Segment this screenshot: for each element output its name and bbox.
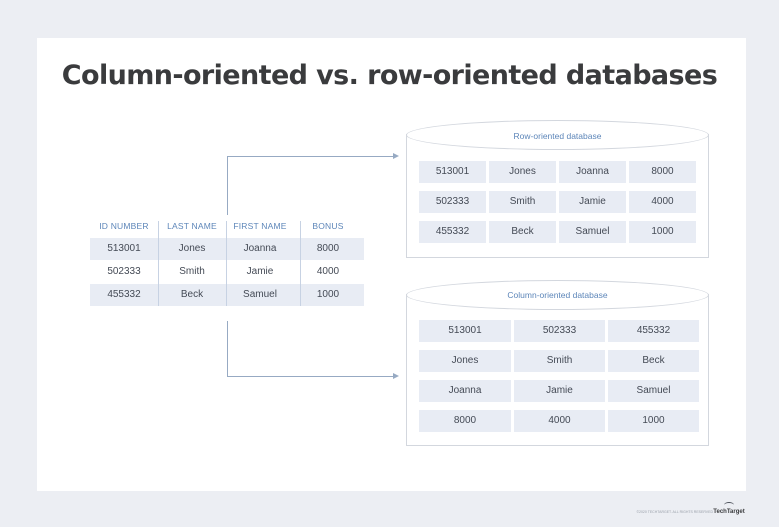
column-oriented-database: Column-oriented database 513001 502333 4… [406, 280, 709, 446]
db-cell: Joanna [559, 161, 626, 183]
page-title: Column-oriented vs. row-oriented databas… [61, 60, 718, 91]
table-cell: Beck [180, 289, 204, 300]
table-cell: 8000 [316, 243, 340, 254]
db-cell: 513001 [419, 320, 511, 342]
db-cell: Jamie [559, 191, 626, 213]
db-cell: 8000 [419, 410, 511, 432]
table-cell: 502333 [107, 266, 141, 277]
row-oriented-database: Row-oriented database 513001 Jones Joann… [406, 120, 709, 258]
db-cell: 4000 [514, 410, 605, 432]
table-cell: 513001 [107, 243, 141, 254]
header-bonus: BONUS [312, 221, 344, 231]
db-row: 513001 Jones Joanna 8000 [419, 161, 696, 183]
table-cell: 1000 [316, 289, 340, 300]
header-last-name: LAST NAME [167, 221, 217, 231]
db-cell: 455332 [608, 320, 699, 342]
db-cell: 4000 [629, 191, 696, 213]
column-divider [158, 221, 159, 306]
db-cell: 502333 [514, 320, 605, 342]
source-table-header: ID NUMBER LAST NAME FIRST NAME BONUS [90, 221, 364, 237]
db-cell: 502333 [419, 191, 486, 213]
db-cell: 1000 [629, 221, 696, 243]
db-row: Joanna Jamie Samuel [419, 380, 699, 402]
db-row: 502333 Smith Jamie 4000 [419, 191, 696, 213]
table-cell: 4000 [316, 266, 340, 277]
db-cell: Jamie [514, 380, 605, 402]
header-id-number: ID NUMBER [99, 221, 149, 231]
db-row: Jones Smith Beck [419, 350, 699, 372]
column-divider [300, 221, 301, 306]
table-row: 502333 Smith Jamie 4000 [90, 261, 364, 283]
arrow-connector-column [227, 376, 393, 377]
db-row: 8000 4000 1000 [419, 410, 699, 432]
db-cell: Samuel [608, 380, 699, 402]
copyright-text: ©2020 TECHTARGET. ALL RIGHTS RESERVED [636, 510, 713, 514]
db-cell: 455332 [419, 221, 486, 243]
table-cell: Joanna [243, 243, 277, 254]
table-cell: Samuel [243, 289, 277, 300]
db-cell: Beck [608, 350, 699, 372]
table-cell: Jamie [246, 266, 274, 277]
table-cell: 455332 [107, 289, 141, 300]
db-cell: Jones [489, 161, 556, 183]
arrow-right-icon [393, 373, 399, 379]
db-cell: Smith [514, 350, 605, 372]
arrow-connector-row [227, 156, 393, 157]
column-divider [226, 221, 227, 306]
column-db-label: Column-oriented database [507, 290, 608, 300]
techtarget-logo: TechTarget [712, 502, 746, 518]
db-row: 455332 Beck Samuel 1000 [419, 221, 696, 243]
db-cell: 8000 [629, 161, 696, 183]
db-cell: Jones [419, 350, 511, 372]
db-cell: Beck [489, 221, 556, 243]
db-cell: Smith [489, 191, 556, 213]
table-cell: Jones [178, 243, 206, 254]
db-row: 513001 502333 455332 [419, 320, 699, 342]
logo-text: TechTarget [713, 509, 745, 515]
cylinder-top [406, 280, 709, 310]
db-cell: Samuel [559, 221, 626, 243]
db-cell: 513001 [419, 161, 486, 183]
arrow-connector-row [227, 156, 228, 215]
arrow-connector-column [227, 321, 228, 377]
header-first-name: FIRST NAME [233, 221, 287, 231]
table-row: 455332 Beck Samuel 1000 [90, 284, 364, 306]
row-db-label: Row-oriented database [513, 131, 602, 141]
table-row: 513001 Jones Joanna 8000 [90, 238, 364, 260]
arrow-right-icon [393, 153, 399, 159]
table-cell: Smith [179, 266, 205, 277]
logo-mark-icon [724, 502, 734, 508]
cylinder-top [406, 120, 709, 150]
db-cell: Joanna [419, 380, 511, 402]
db-cell: 1000 [608, 410, 699, 432]
